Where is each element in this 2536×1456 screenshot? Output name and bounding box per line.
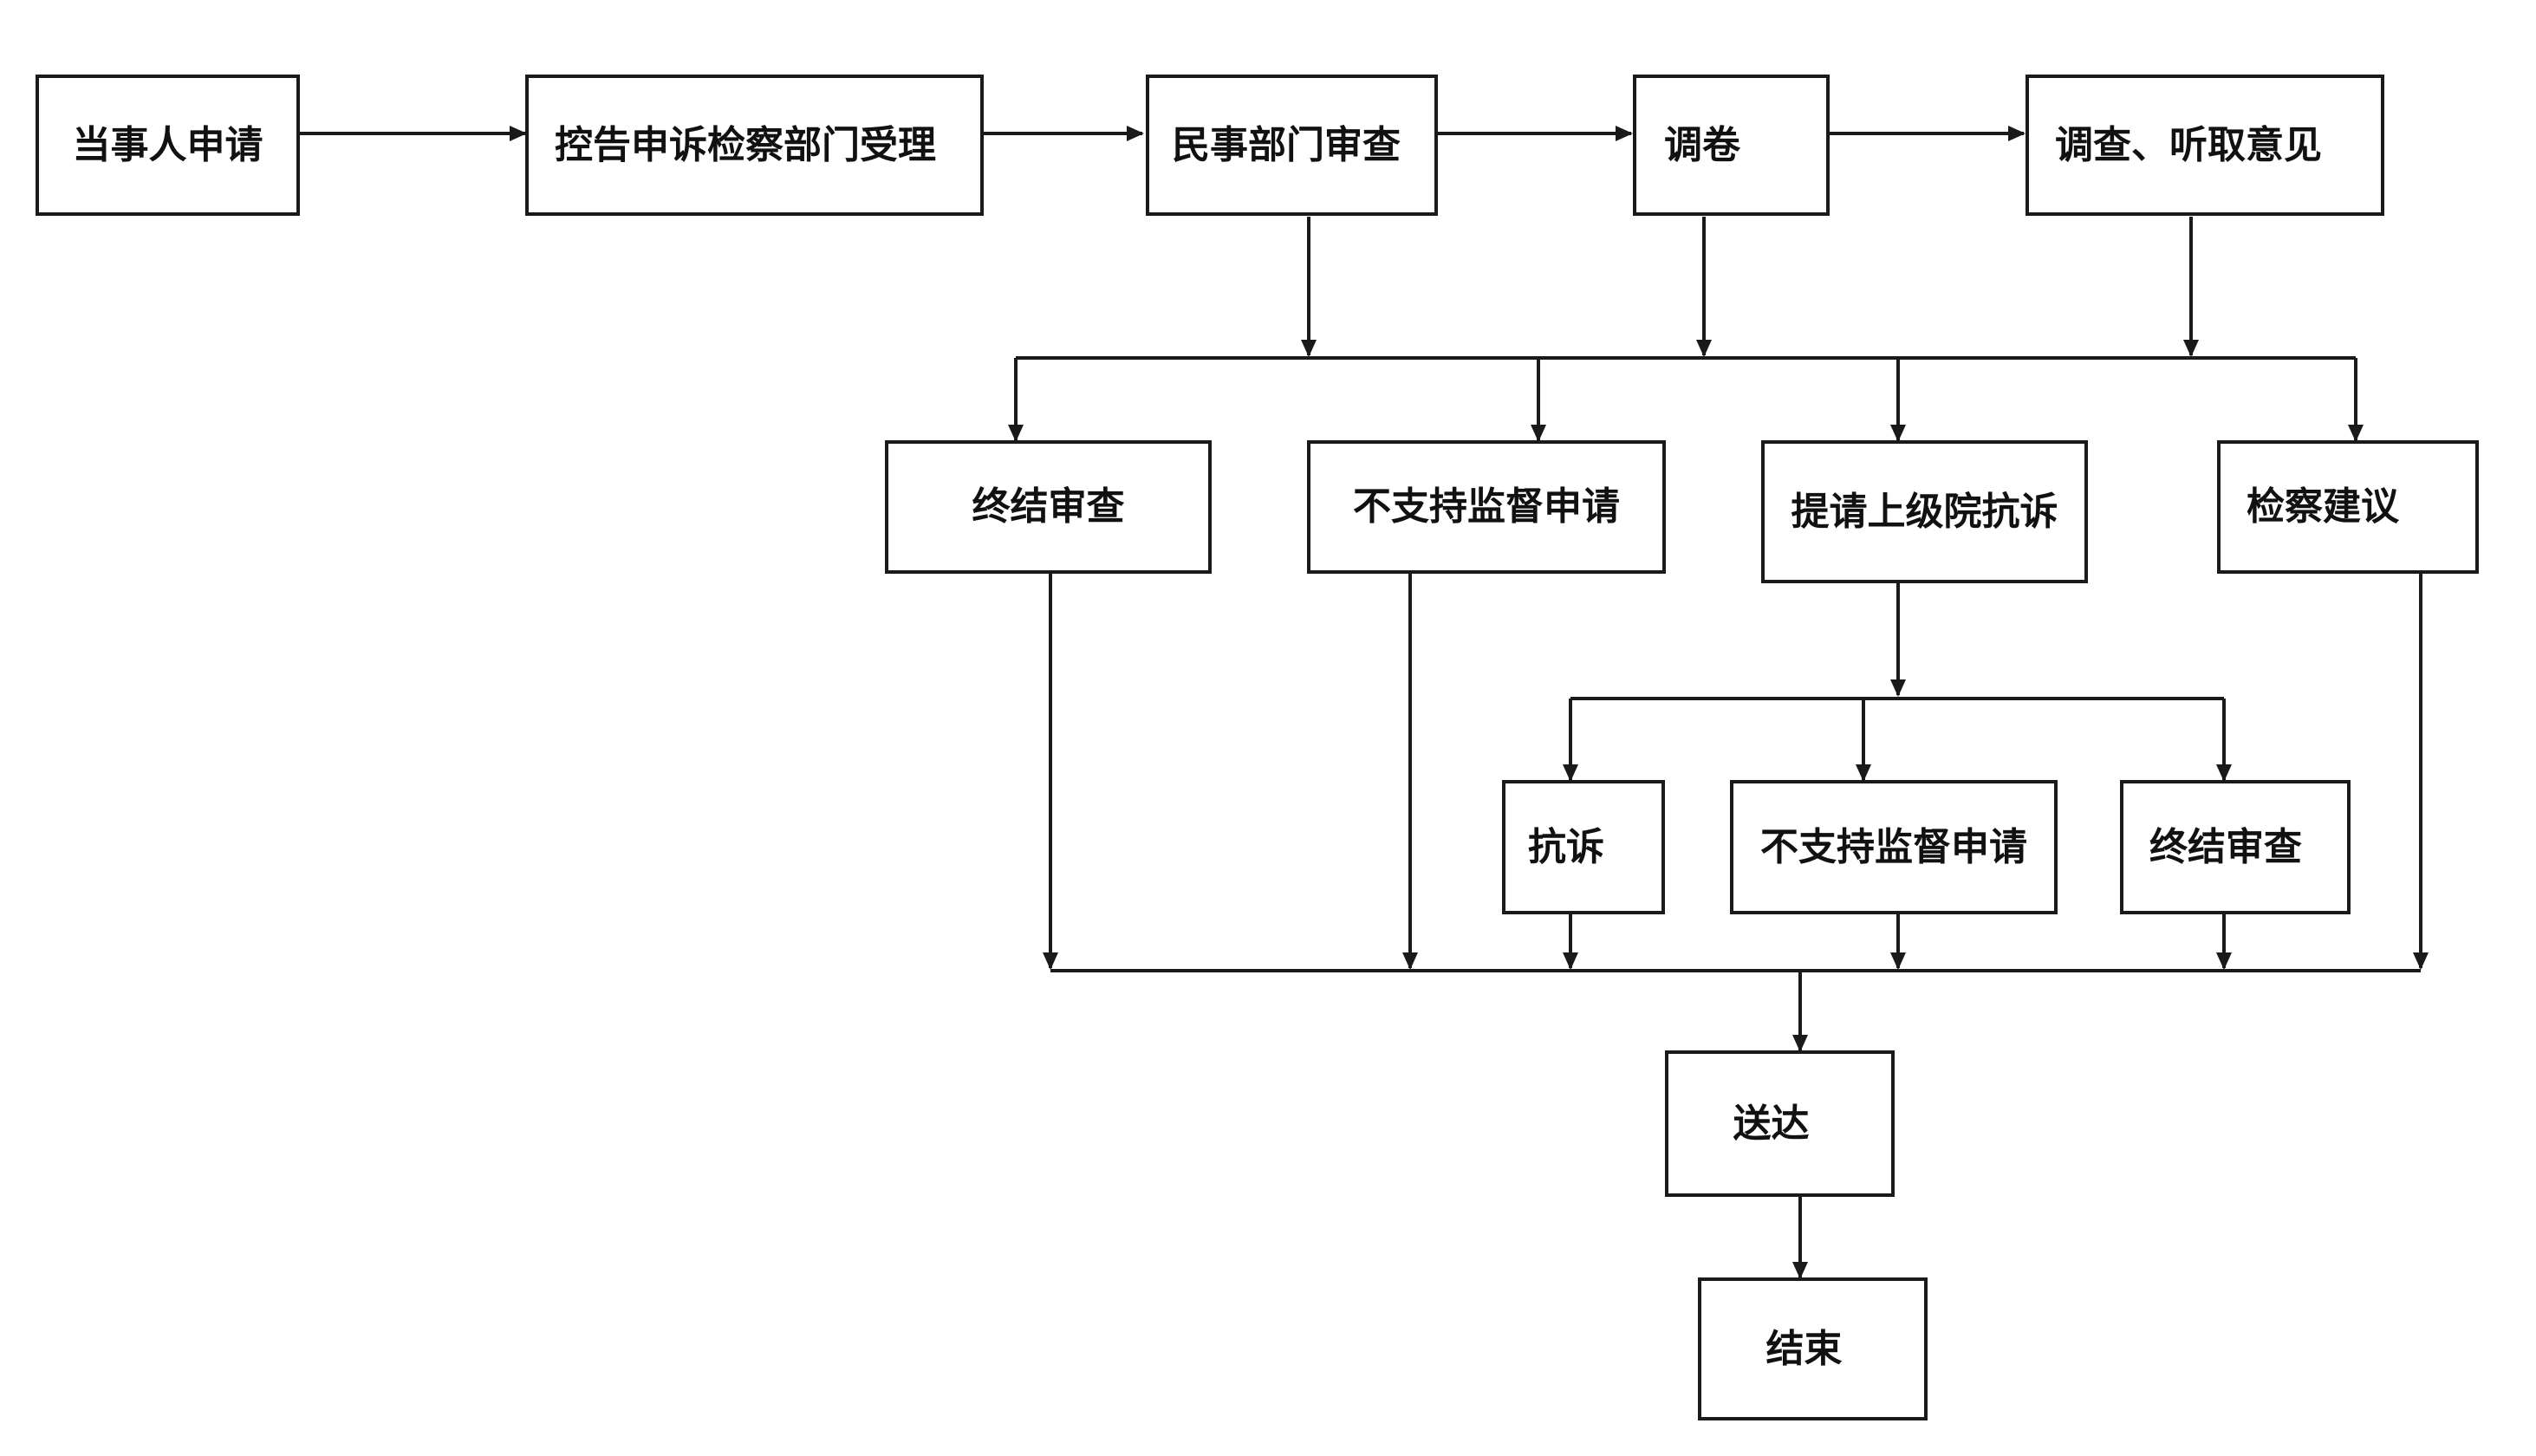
node-deliver: 送达	[1665, 1050, 1895, 1197]
node-suggestion: 检察建议	[2217, 440, 2479, 574]
node-retrieve-file-label: 调卷	[1664, 122, 1740, 167]
node-end-review-2: 终结审查	[2120, 780, 2351, 914]
node-end-review: 终结审查	[885, 440, 1212, 574]
node-not-support-2: 不支持监督申请	[1730, 780, 2058, 914]
node-party-apply-label: 当事人申请	[72, 122, 263, 167]
node-protest: 抗诉	[1502, 780, 1665, 914]
node-retrieve-file: 调卷	[1633, 75, 1830, 216]
node-protest-label: 抗诉	[1528, 824, 1604, 869]
node-party-apply: 当事人申请	[36, 75, 300, 216]
node-investigate: 调查、听取意见	[2026, 75, 2384, 216]
node-investigate-label: 调查、听取意见	[2055, 122, 2322, 167]
node-finish: 结束	[1698, 1277, 1928, 1420]
node-end-review-2-label: 终结审查	[2149, 824, 2302, 869]
node-end-review-label: 终结审查	[972, 484, 1125, 530]
node-not-support-label: 不支持监督申请	[1353, 484, 1620, 530]
node-not-support: 不支持监督申请	[1307, 440, 1666, 574]
node-finish-label: 结束	[1765, 1326, 1843, 1371]
node-deliver-label: 送达	[1733, 1101, 1810, 1146]
node-civil-review-label: 民事部门审查	[1172, 122, 1401, 167]
node-request-appeal-label: 提请上级院抗诉	[1791, 489, 2058, 534]
node-suggestion-label: 检察建议	[2247, 484, 2399, 530]
node-civil-review: 民事部门审查	[1146, 75, 1438, 216]
node-complaint-accept-label: 控告申诉检察部门受理	[555, 122, 936, 167]
node-not-support-2-label: 不支持监督申请	[1760, 824, 2027, 869]
node-complaint-accept: 控告申诉检察部门受理	[525, 75, 984, 216]
node-request-appeal: 提请上级院抗诉	[1761, 440, 2088, 583]
